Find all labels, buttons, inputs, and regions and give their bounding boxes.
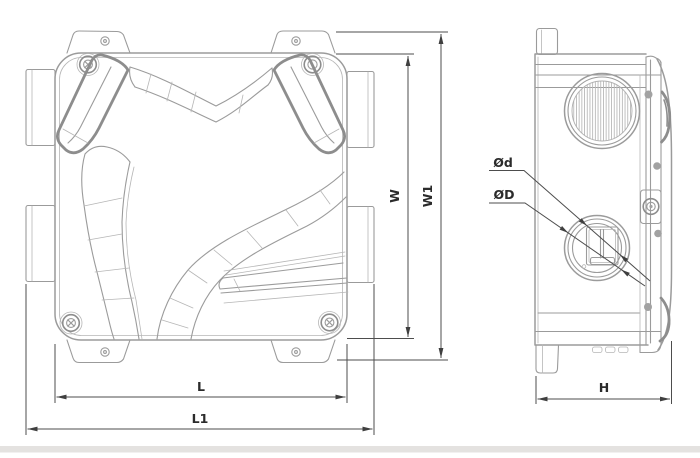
dimension-w: W [336, 53, 414, 339]
cover-louver-slot [218, 251, 349, 304]
mounting-tab-top-left [66, 30, 131, 54]
clip-right [272, 53, 346, 155]
dimension-label-w: W [387, 189, 402, 203]
clip-left [56, 53, 130, 155]
callout-diameter-outer: ØD [489, 187, 646, 287]
side-body [534, 27, 673, 374]
side-clip-bottom [658, 296, 671, 343]
side-port-bottom [563, 214, 631, 282]
mounting-tab-bottom-right [270, 339, 336, 364]
dimension-label-l: L [197, 379, 205, 394]
port-right-top [346, 70, 375, 149]
cover-left-band [81, 145, 143, 340]
side-latch [639, 189, 662, 225]
diameter-label-large: ØD [493, 187, 514, 202]
callout-diameter-inner: Ød [489, 155, 651, 282]
dimension-label-h: H [599, 380, 609, 395]
dimension-label-l1: L1 [192, 411, 209, 426]
side-clip-top [660, 90, 672, 144]
mounting-tab-bottom-left [66, 339, 131, 364]
diameter-label-small: Ød [493, 155, 513, 170]
mounting-tab-top-right [270, 30, 336, 54]
corner-screw-bottom-right [318, 311, 341, 334]
dimension-l1: L1 [25, 284, 375, 435]
front-view [25, 30, 375, 364]
side-port-top [563, 72, 641, 150]
corner-screw-bottom-left [59, 311, 83, 335]
port-left-bottom [25, 204, 56, 283]
front-body [54, 52, 348, 341]
dimension-label-w1: W1 [420, 185, 435, 208]
side-view [534, 27, 673, 374]
port-left-top [25, 68, 56, 147]
side-screw-dots [644, 90, 662, 311]
corner-screw-top-right [301, 53, 324, 76]
dimension-h: H [535, 341, 672, 404]
cover-top-band [129, 66, 274, 123]
page-bottom-strip [0, 446, 700, 453]
cover-right-band [156, 171, 347, 340]
dimension-l: L [54, 344, 348, 403]
port-right-bottom [346, 205, 375, 284]
dimension-w1: W1 [336, 31, 448, 361]
